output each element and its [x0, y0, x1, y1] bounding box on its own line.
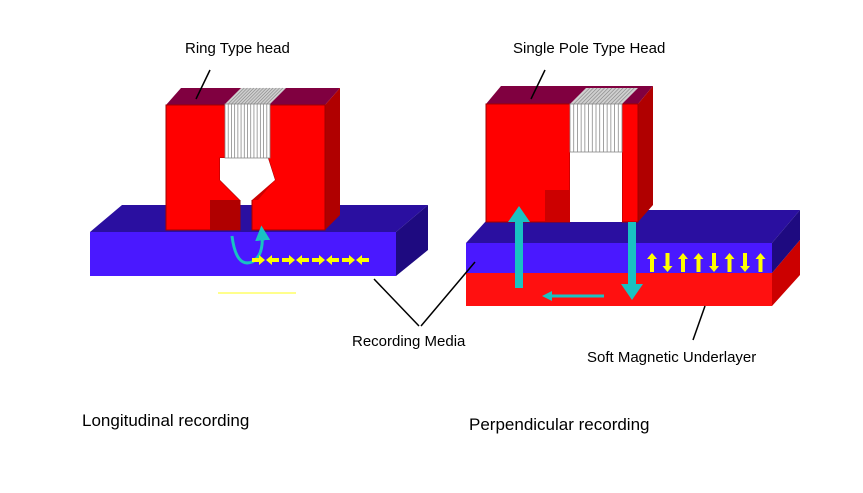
single-pole-head-label: Single Pole Type Head — [513, 40, 666, 57]
longitudinal-caption: Longitudinal recording — [82, 411, 250, 430]
perpendicular-flux-path — [508, 206, 643, 301]
media-side-face — [772, 210, 800, 273]
coil-winding-top — [244, 87, 261, 105]
coil-winding-top — [614, 87, 631, 105]
ring-head-side — [325, 88, 340, 230]
longitudinal-assembly — [90, 87, 428, 294]
coil-winding-top — [231, 87, 248, 105]
bit-arrow — [282, 255, 295, 265]
bit-arrow-up — [678, 253, 688, 272]
ring-gap-opening — [220, 158, 275, 200]
underlayer-side — [772, 240, 800, 306]
media-front-face — [90, 232, 396, 276]
bit-arrow-up — [693, 253, 704, 272]
coil-winding-top — [584, 87, 602, 105]
soft-magnetic-underlayer — [466, 240, 800, 306]
flux-arrow-down-head — [621, 284, 643, 300]
coil-winding-top — [234, 87, 251, 105]
perpendicular-caption: Perpendicular recording — [469, 415, 650, 434]
recording-media-label: Recording Media — [352, 333, 466, 350]
coil-winding-top — [250, 87, 267, 105]
longitudinal-bits — [252, 255, 369, 265]
bit-arrow — [342, 255, 355, 265]
bit-arrow — [312, 255, 325, 265]
coil-winding-top — [618, 87, 635, 105]
pole-coil — [569, 87, 638, 153]
media-side-face — [396, 205, 428, 276]
bit-arrow — [356, 255, 369, 265]
perpendicular-assembly — [466, 86, 800, 306]
ring-type-head — [165, 87, 340, 231]
leader-media-left — [373, 278, 420, 327]
media-front-face — [466, 243, 772, 273]
bit-arrow-down — [662, 253, 673, 272]
coil-winding-top — [256, 87, 274, 105]
coil-winding-top — [240, 87, 258, 105]
ring-coil — [224, 87, 286, 159]
coil-winding-top — [580, 87, 598, 105]
coil-winding-top — [599, 87, 616, 105]
ring-head-label: Ring Type head — [185, 40, 290, 57]
coil-winding-top — [573, 87, 590, 105]
bit-arrow — [252, 255, 265, 265]
pole-head-side — [638, 86, 653, 222]
coil-winding-top — [595, 87, 613, 105]
leader-media-right — [420, 261, 476, 327]
coil-winding-top — [237, 87, 255, 105]
bit-arrow-up — [724, 253, 735, 272]
leader-lines — [195, 69, 706, 341]
flux-return-arrow-head — [542, 291, 552, 301]
ring-gap-left-face — [210, 200, 240, 230]
bit-arrow-up — [755, 253, 766, 272]
coil-winding-top — [603, 87, 620, 105]
coil-winding-top — [247, 87, 264, 105]
coil-winding-top — [260, 87, 277, 105]
coil-winding-top — [588, 87, 605, 105]
bit-arrow-down — [740, 253, 750, 272]
leader-single-pole-head — [530, 69, 546, 100]
coil-winding-top — [592, 87, 609, 105]
bit-arrow — [326, 255, 339, 265]
underlayer-front — [466, 273, 772, 306]
bit-arrow — [266, 255, 279, 265]
pole-gap-inner-face — [545, 190, 570, 222]
coil-winding-top — [610, 87, 628, 105]
coil-winding-top — [228, 87, 245, 105]
pole-gap-opening — [570, 152, 622, 222]
leader-underlayer — [692, 305, 706, 341]
bit-arrow-down — [709, 253, 719, 272]
coil-winding-top — [266, 87, 283, 105]
perpendicular-bits — [647, 253, 766, 272]
coil-winding-top — [606, 87, 624, 105]
coil-winding-top — [577, 87, 594, 105]
flux-arrow-up-head — [508, 206, 530, 222]
bit-arrow-up — [647, 253, 657, 272]
single-pole-type-head — [485, 86, 653, 223]
soft-underlayer-label: Soft Magnetic Underlayer — [587, 349, 757, 366]
coil-winding-top — [263, 87, 280, 105]
coil-winding-top — [253, 87, 271, 105]
bit-arrow — [296, 255, 309, 265]
leader-ring-head — [195, 69, 211, 100]
